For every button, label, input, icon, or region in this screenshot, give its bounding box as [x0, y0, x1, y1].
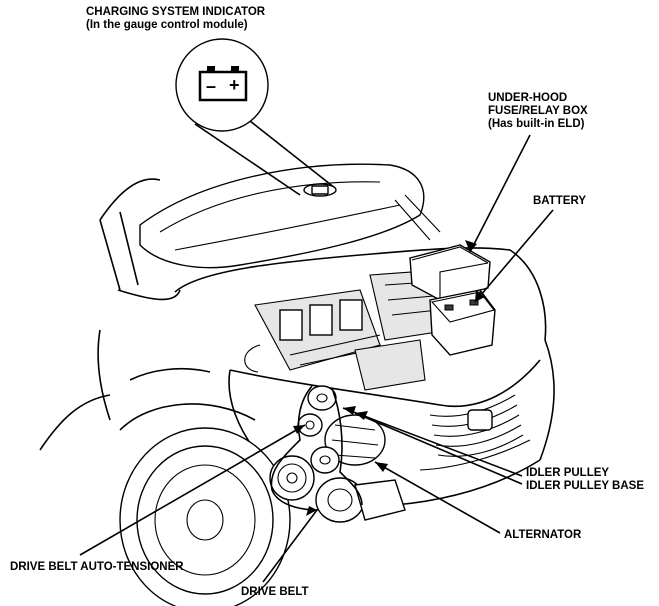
label-charging-indicator-sub: (In the gauge control module) [86, 19, 248, 31]
arrowheads [293, 240, 485, 516]
label-fuse-line3: (Has built-in ELD) [488, 118, 585, 130]
label-alternator: ALTERNATOR [504, 529, 582, 541]
label-idler-line2: IDLER PULLEY BASE [526, 480, 644, 492]
car-body [39, 163, 555, 506]
label-battery: BATTERY [533, 195, 587, 207]
leader-lines [79, 134, 554, 583]
label-fuse-relay-box: UNDER-HOOD FUSE/RELAY BOX (Has built-in … [488, 92, 588, 131]
label-charging-indicator-title: CHARGING SYSTEM INDICATOR [86, 6, 266, 18]
battery-plus-icon: + [229, 75, 240, 95]
front-wheel [119, 403, 291, 606]
label-drive-belt: DRIVE BELT [241, 586, 309, 598]
label-charging-indicator: CHARGING SYSTEM INDICATOR (In the gauge … [86, 6, 265, 32]
belt-drive [269, 385, 406, 523]
fuse-relay-box [409, 244, 491, 301]
label-idler-pulley: IDLER PULLEY IDLER PULLEY BASE [526, 467, 644, 493]
engine [244, 269, 451, 391]
label-auto-tensioner: DRIVE BELT AUTO-TENSIONER [10, 561, 184, 573]
label-fuse-line2: FUSE/RELAY BOX [488, 105, 588, 117]
indicator-callout [175, 38, 337, 197]
label-idler-line1: IDLER PULLEY [526, 467, 610, 479]
label-fuse-line1: UNDER-HOOD [488, 92, 568, 104]
battery [429, 289, 496, 356]
battery-minus-icon: – [206, 76, 217, 96]
